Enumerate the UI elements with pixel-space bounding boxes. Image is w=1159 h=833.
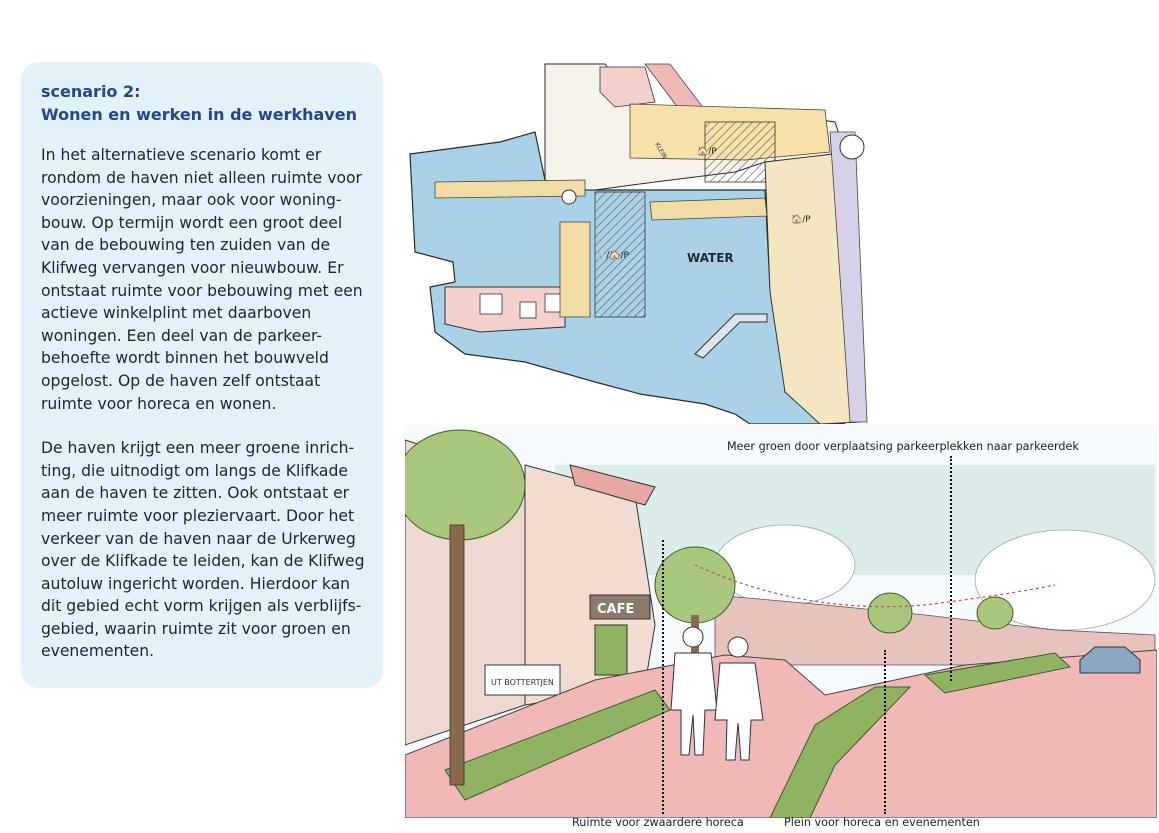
pier-south [694, 313, 768, 359]
car [1079, 646, 1141, 674]
tree-far-crown [867, 592, 913, 634]
tree-mid-crown [654, 546, 736, 624]
house-1 [479, 293, 503, 315]
cloud-2 [974, 529, 1156, 631]
parking-block-west [594, 191, 646, 318]
street-sketch: UT BOTTERTJEN CAFE [405, 425, 1157, 818]
pier-southwest [444, 286, 566, 333]
annotation-line-right [884, 650, 886, 814]
tree-far2-crown [976, 596, 1014, 630]
hedge-right [923, 652, 1072, 694]
bunting [694, 564, 1056, 608]
scenario-heading-title: Wonen en werken in de werkhaven [41, 105, 357, 124]
people-figures [670, 626, 764, 761]
quay-yellow-1 [434, 179, 586, 199]
parking-label-west: 🍴/🏠/P [595, 249, 629, 261]
scenario-heading-number: scenario 2: [41, 82, 141, 101]
east-road [829, 131, 868, 423]
annotation-top: Meer groen door verplaatsing parkeerplek… [727, 440, 1079, 453]
quay-yellow-2 [649, 197, 768, 221]
scenario-heading: scenario 2: Wonen en werken in de werkha… [41, 80, 367, 126]
hedge-middle [769, 686, 912, 818]
roundabout-east [839, 134, 865, 160]
tree-left-trunk [449, 524, 465, 786]
street-paving [405, 649, 1157, 818]
water-label: WATER [687, 251, 734, 265]
shop-sign: UT BOTTERTJEN [491, 678, 554, 687]
cafe-sign-board [589, 594, 651, 620]
parking-block-north [704, 121, 776, 183]
parking-label-north: 🏠/P [697, 146, 717, 157]
harbour-plan-map: WATER KLEIN 🏠/P 🏠/P 🍴/🏠/P [409, 63, 868, 424]
parking-label-east: 🏠/P [791, 214, 811, 225]
scenario-paragraph-2: De haven krijgt een meer groene inrich-t… [41, 439, 365, 661]
green-door [594, 624, 628, 676]
cafe-sign: CAFE [597, 602, 634, 617]
hedge-left [444, 689, 671, 801]
annotation-line-left [662, 540, 664, 814]
tree-left-crown [405, 429, 526, 541]
quay-yellow-west [559, 221, 591, 318]
scenario-text-panel: scenario 2: Wonen en werken in de werkha… [21, 62, 383, 688]
annotation-bottom-left: Ruimte voor zwaardere horeca [572, 816, 744, 829]
roundabout-west [561, 189, 577, 205]
house-3 [544, 293, 562, 313]
annotation-line-top [950, 456, 952, 681]
annotation-bottom-right: Plein voor horeca en evenementen [784, 816, 980, 829]
house-2 [519, 301, 537, 319]
cloud-1 [714, 524, 856, 606]
scenario-paragraph-1: In het alternatieve scenario komt er ron… [41, 146, 363, 413]
shop-sign-board [484, 664, 561, 696]
building-roof [569, 464, 656, 506]
